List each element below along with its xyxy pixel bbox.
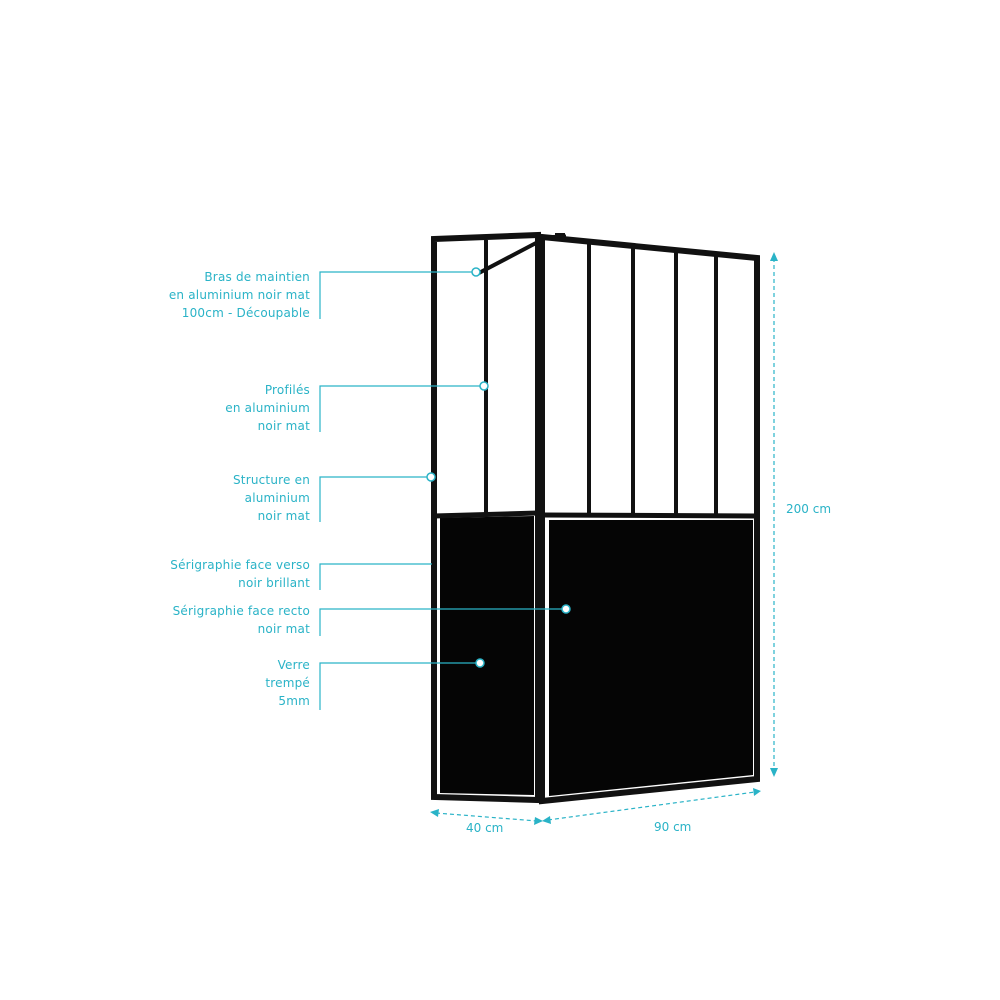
depth-arrow-left (430, 809, 439, 817)
callout-label-verre: Verre trempé 5mm (265, 656, 310, 710)
front-panel-transom (541, 512, 758, 519)
width-arrow-right (753, 788, 761, 796)
width-dimension-label: 90 cm (654, 820, 692, 834)
callout-structure-line-2: aluminium (244, 491, 310, 505)
front-panel-outer-frame (539, 233, 760, 805)
callout-structure-line-1: Structure en (232, 473, 310, 487)
callout-verre-line-2: trempé (265, 676, 310, 690)
depth-arrow-right (534, 817, 543, 825)
callout-leader-structure (319, 476, 427, 522)
callout-verre-line-3: 5mm (278, 694, 310, 708)
callout-serigraphie-recto-line-1: Sérigraphie face recto (172, 604, 310, 618)
callout-dot-verre (475, 658, 485, 668)
callout-serigraphie-verso-line-2: noir brillant (238, 576, 310, 590)
callout-dot-serigraphie-recto (561, 604, 571, 614)
callout-serigraphie-recto-line-2: noir mat (257, 622, 310, 636)
callout-leader-bras (319, 271, 472, 319)
callout-profiles-line-2: en aluminium (225, 401, 310, 415)
height-dimension-label: 200 cm (786, 502, 832, 516)
support-arm-bar (476, 241, 537, 276)
callout-bras-line-3: 100cm - Découpable (181, 306, 310, 320)
support-arm-top (539, 234, 567, 239)
side-panel-outer-frame (431, 231, 541, 804)
callout-bras-line-2: en aluminium noir mat (168, 288, 310, 302)
callout-bras-line-1: Bras de maintien (204, 270, 310, 284)
side-panel (431, 231, 541, 804)
depth-dimension-line (435, 812, 538, 822)
callout-leader-serigraphie-verso (319, 563, 432, 590)
height-arrow-bottom (770, 768, 778, 777)
callout-verre-line-1: Verre (277, 658, 310, 672)
dimension-lines (430, 252, 778, 825)
callout-leader-serigraphie-recto (319, 608, 562, 636)
depth-dimension-label: 40 cm (466, 821, 504, 835)
front-panel (539, 233, 760, 805)
callout-profiles-line-1: Profilés (264, 383, 310, 397)
callout-label-serigraphie-verso: Sérigraphie face verso noir brillant (170, 556, 310, 592)
callout-dot-structure (426, 472, 436, 482)
callout-dot-profiles (479, 381, 489, 391)
support-arm (476, 233, 567, 276)
height-arrow-top (770, 252, 778, 261)
callout-dot-bras (471, 267, 481, 277)
width-arrow-left (542, 816, 551, 824)
front-panel-bottom-glass (549, 520, 753, 796)
callout-label-structure: Structure en aluminium noir mat (233, 471, 310, 525)
callout-leaders (319, 267, 571, 710)
callout-label-profiles: Profilés en aluminium noir mat (225, 381, 310, 435)
side-panel-bottom-glass (440, 516, 534, 795)
callout-label-bras: Bras de maintien en aluminium noir mat 1… (169, 268, 310, 322)
callout-leader-verre (319, 662, 476, 710)
callout-leader-profiles (319, 385, 480, 432)
callout-serigraphie-verso-line-1: Sérigraphie face verso (170, 558, 310, 572)
callout-profiles-line-3: noir mat (257, 419, 310, 433)
callout-label-serigraphie-recto: Sérigraphie face recto noir mat (173, 602, 310, 638)
callout-structure-line-3: noir mat (257, 509, 310, 523)
